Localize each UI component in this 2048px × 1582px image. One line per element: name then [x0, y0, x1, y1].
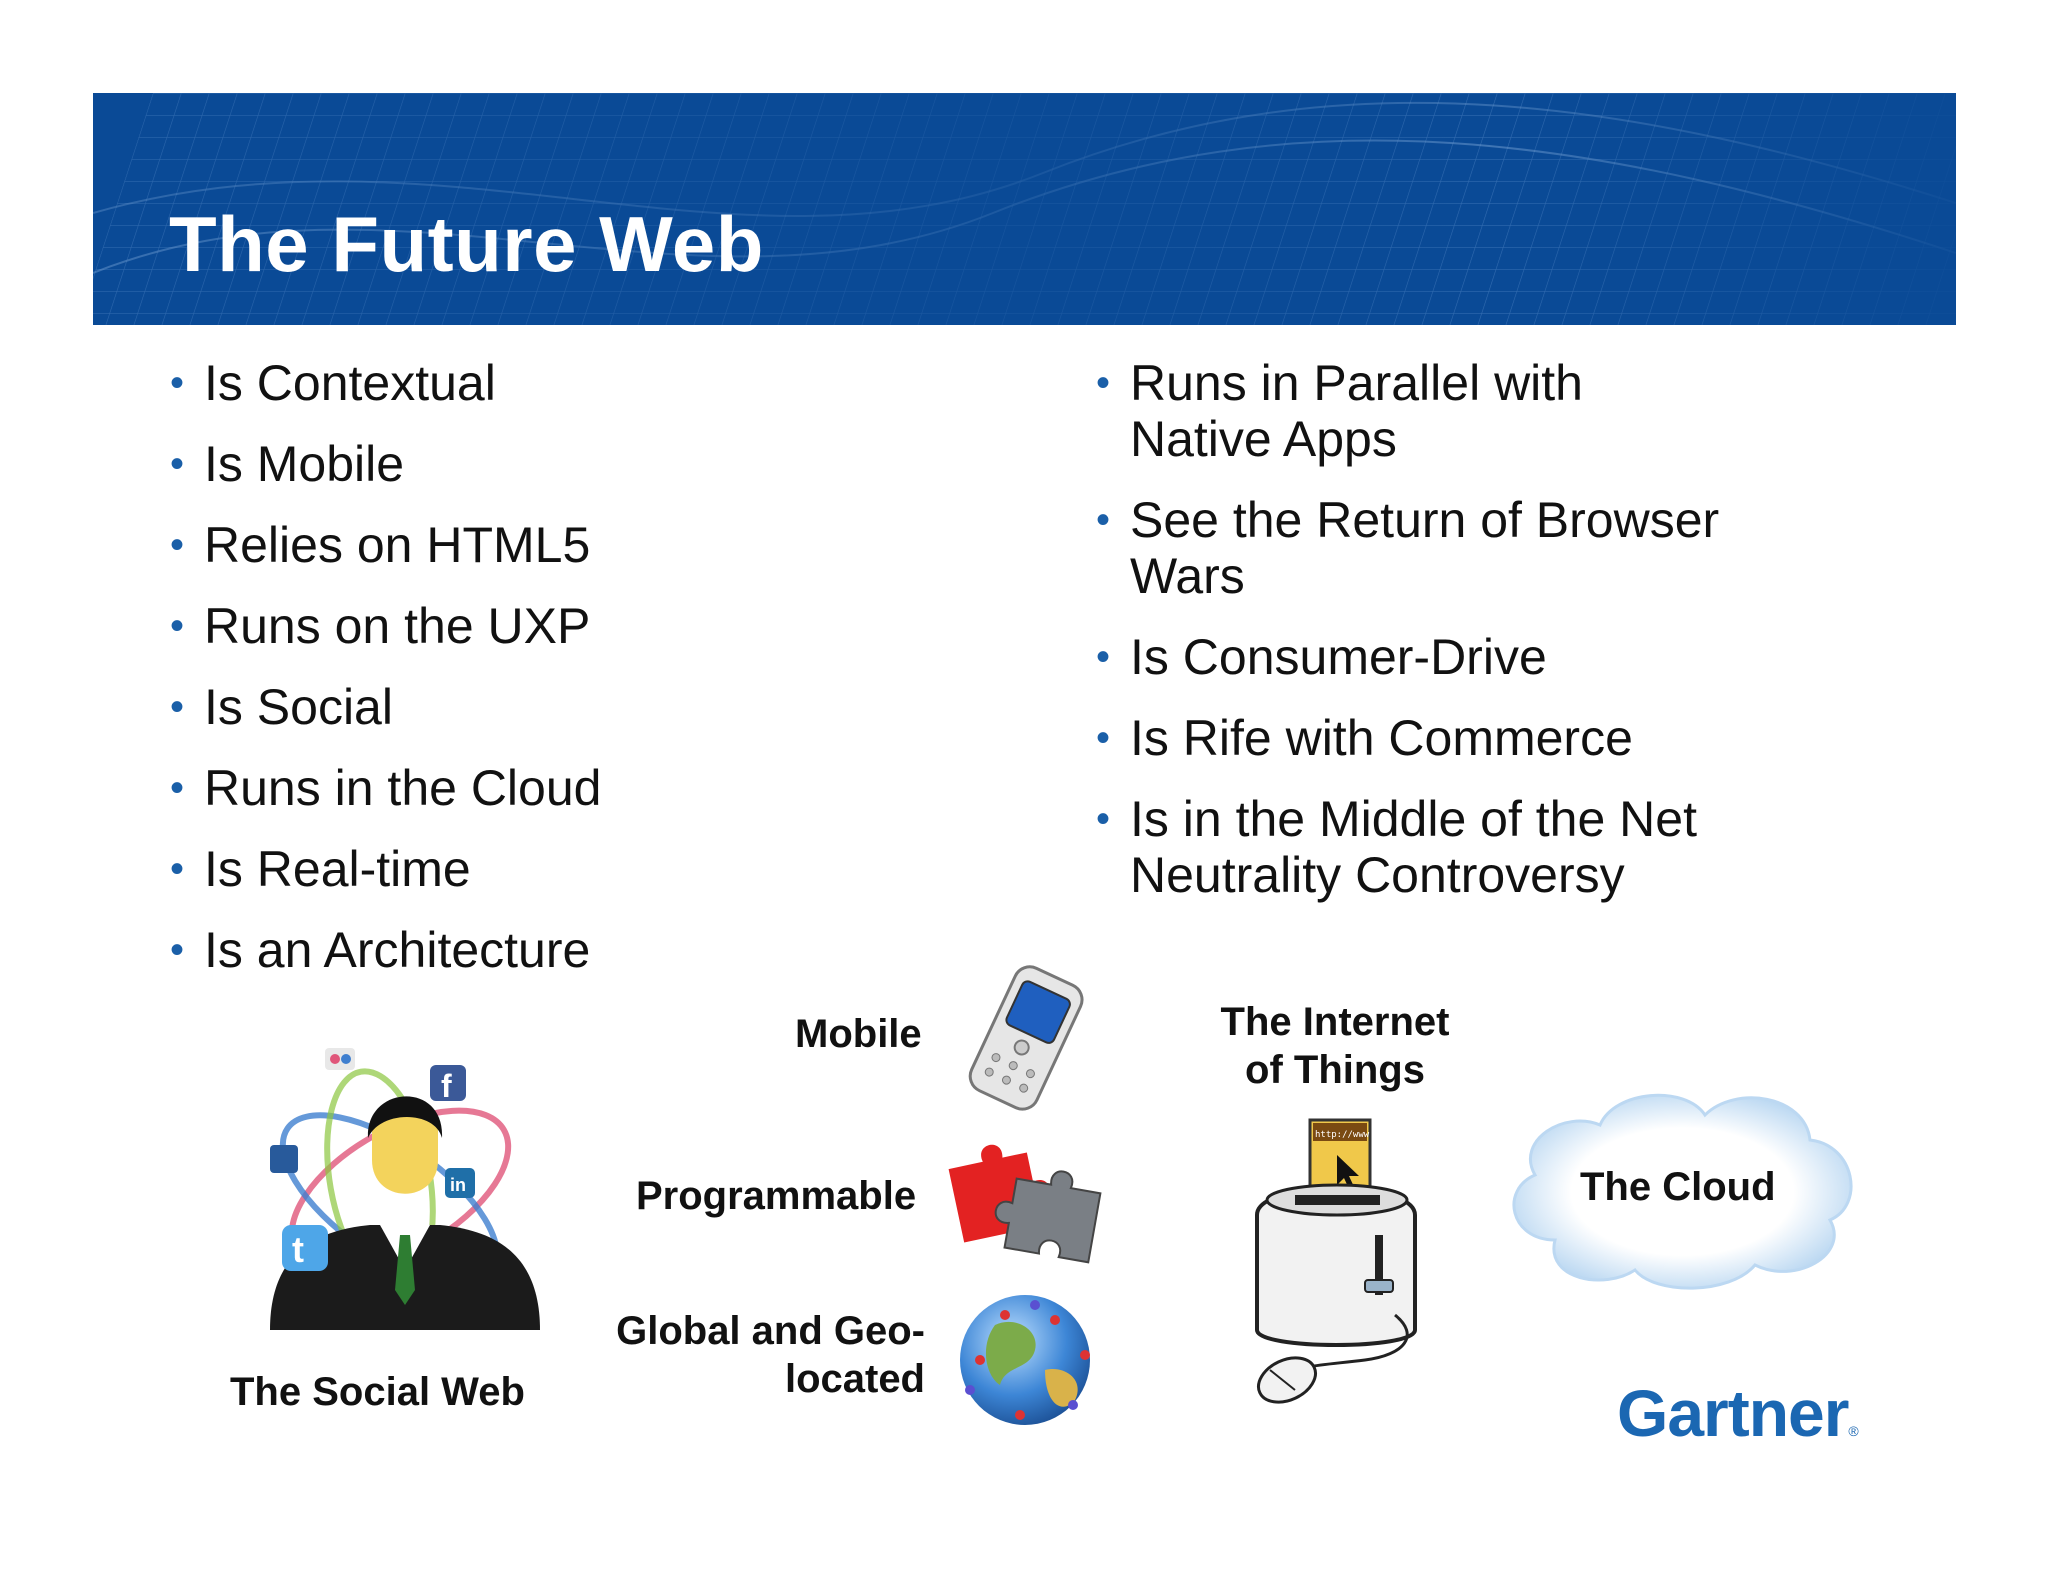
- toaster-screen-text: http://www: [1315, 1130, 1370, 1140]
- bullet-item: Is Mobile: [170, 436, 870, 492]
- twitter-icon: t: [282, 1225, 328, 1271]
- wave-mesh-background: [93, 93, 1956, 325]
- mobile-label: Mobile: [795, 1012, 922, 1056]
- bullet-line: Is Consumer-Drive: [1130, 629, 1547, 685]
- gartner-logo: Gartner®: [1617, 1376, 1859, 1450]
- iot-label-line2: of Things: [1245, 1048, 1425, 1092]
- bullet-line: Wars: [1130, 548, 1245, 604]
- bullet-line: Is Rife with Commerce: [1130, 710, 1633, 766]
- bullet-item: Relies on HTML5: [170, 517, 870, 573]
- bullet-item: Runs on the UXP: [170, 598, 870, 654]
- flickr-icon: [325, 1048, 355, 1070]
- bullet-line: Neutrality Controversy: [1130, 847, 1625, 903]
- bullet-item: Runs in Parallel with Native Apps: [1096, 355, 1856, 467]
- left-bullet-list: Is Contextual Is Mobile Relies on HTML5 …: [170, 355, 870, 1003]
- bullet-line: See the Return of Browser: [1130, 492, 1720, 548]
- bullet-item: See the Return of Browser Wars: [1096, 492, 1856, 604]
- social-web-illustration: f in t: [270, 1048, 540, 1330]
- slide-title: The Future Web: [169, 200, 764, 288]
- bullet-item: Is in the Middle of the Net Neutrality C…: [1096, 791, 1856, 903]
- computer-mouse-icon: [1257, 1356, 1317, 1404]
- cloud-label: The Cloud: [1580, 1165, 1776, 1209]
- bullet-item: Is an Architecture: [170, 922, 870, 978]
- right-bullet-list: Runs in Parallel with Native Apps See th…: [1096, 355, 1856, 928]
- social-web-label: The Social Web: [230, 1370, 525, 1414]
- bullet-item: Is Real-time: [170, 841, 870, 897]
- delicious-icon: [270, 1145, 298, 1173]
- global-label-line2: located: [784, 1357, 925, 1401]
- bullet-item: Is Contextual: [170, 355, 870, 411]
- title-banner: The Future Web: [93, 93, 1956, 325]
- svg-text:f: f: [441, 1068, 452, 1104]
- cloud-icon: [1512, 1093, 1853, 1290]
- iot-label: The Internet of Things: [1185, 998, 1485, 1094]
- svg-text:in: in: [450, 1175, 466, 1195]
- bullet-line: Is in the Middle of the Net: [1130, 791, 1697, 847]
- globe-icon: [960, 1295, 1090, 1425]
- global-label-line1: Global and Geo-: [616, 1309, 925, 1353]
- iot-label-line1: The Internet: [1220, 1000, 1450, 1044]
- puzzle-pieces-icon: [948, 1144, 1102, 1264]
- bullet-item: Is Consumer-Drive: [1096, 629, 1856, 685]
- bullet-item: Is Rife with Commerce: [1096, 710, 1856, 766]
- gartner-logo-text: Gartner: [1617, 1376, 1849, 1450]
- bullet-line: Runs in Parallel with: [1130, 355, 1583, 411]
- svg-text:t: t: [292, 1229, 304, 1270]
- bullet-item: Runs in the Cloud: [170, 760, 870, 816]
- global-label: Global and Geo- located: [605, 1307, 925, 1403]
- facebook-icon: f: [430, 1065, 466, 1104]
- mobile-phone-icon: [968, 965, 1084, 1111]
- programmable-label: Programmable: [636, 1174, 917, 1218]
- bullet-line: Native Apps: [1130, 411, 1397, 467]
- toaster-icon: http://www: [1255, 1118, 1417, 1404]
- businessman-icon: [270, 1096, 540, 1330]
- linkedin-icon: in: [445, 1168, 475, 1198]
- bullet-item: Is Social: [170, 679, 870, 735]
